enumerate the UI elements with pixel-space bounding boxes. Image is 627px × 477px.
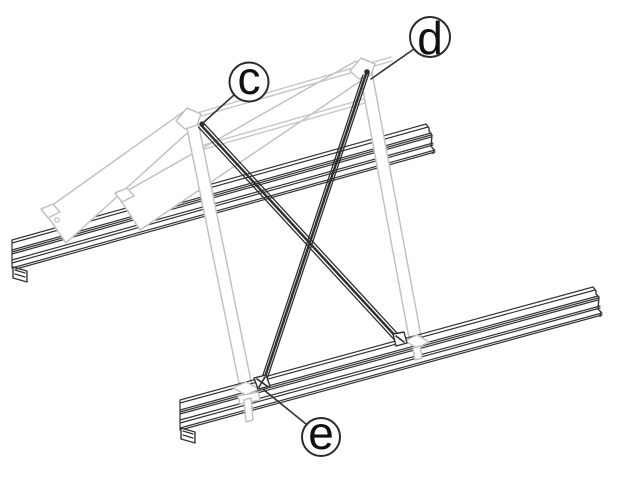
brace-bolt [364,69,370,75]
leg-bar [358,66,422,339]
callout-d-label: d [417,12,443,64]
rail-profile-line [11,149,436,269]
lower-support-bar [199,96,373,151]
bolt-hole [54,217,60,223]
rail-profile-line [11,134,432,253]
rail-mount-clamp [12,266,28,283]
foot-plate [404,334,430,349]
callout-c: c [203,52,270,123]
rail-mount-clamp [180,427,196,444]
rail-profile-line [15,151,436,270]
rail-end-profile [592,286,602,318]
callout-e: e [263,389,341,459]
callout-c-circle [228,61,270,103]
left-rear-support [40,111,196,244]
callout-c-leader [203,94,235,123]
brace-bolt [199,121,205,127]
t-bolt-stem [412,345,423,361]
callout-c-label: c [238,52,261,104]
t-bolt-stem [243,397,254,423]
support-foot [40,203,61,219]
callout-d: d [370,12,451,80]
callout-d-circle [409,16,451,58]
callout-e-circle [301,417,341,457]
callout-d-leader [370,48,415,80]
rail-profile-line [179,286,594,401]
rail-profile-line [11,132,432,251]
rail-end-profile [425,123,435,155]
support-foot [114,187,135,203]
brace-foot-clamp-e [253,374,271,390]
right-front-leg [358,66,422,339]
rail-profile-line [183,314,603,430]
right-leg-foot [404,334,430,361]
rail-profile-line [11,136,432,255]
left-leg-foot [232,381,261,423]
callout-e-leader [263,389,307,425]
cross-brace-c [197,121,408,347]
callout-e-label: e [308,407,334,459]
rail-profile-line [11,144,434,264]
left-apex-cap [175,107,202,130]
rail-profile-line [11,142,434,261]
cross-brace-d [253,69,370,390]
